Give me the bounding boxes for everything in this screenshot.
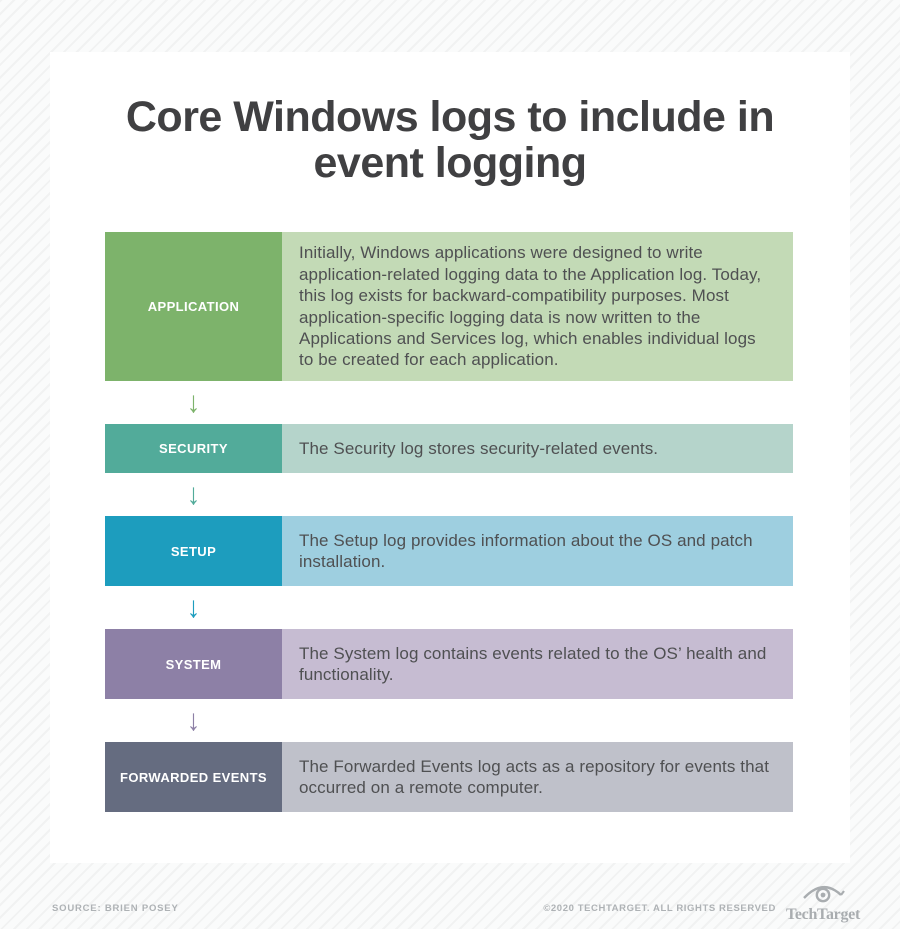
footer: SOURCE: BRIEN POSEY ©2020 TECHTARGET. AL… xyxy=(0,883,900,923)
techtarget-logo: TechTarget xyxy=(786,883,860,923)
connector-2: ↓ xyxy=(105,473,282,516)
row-security-description: The Security log stores security-related… xyxy=(282,424,793,473)
row-system: SYSTEM The System log contains events re… xyxy=(105,629,793,699)
row-system-description: The System log contains events related t… xyxy=(282,629,793,699)
row-security: SECURITY The Security log stores securit… xyxy=(105,424,793,473)
down-arrow-icon: ↓ xyxy=(186,385,201,419)
copyright-text: ©2020 TECHTARGET. ALL RIGHTS RESERVED xyxy=(543,903,776,914)
techtarget-logo-text: TechTarget xyxy=(785,906,860,923)
row-application-label: APPLICATION xyxy=(105,232,282,381)
log-rows: APPLICATION Initially, Windows applicati… xyxy=(105,232,793,812)
row-forwarded-events-description: The Forwarded Events log acts as a repos… xyxy=(282,742,793,812)
connector-4: ↓ xyxy=(105,699,282,742)
down-arrow-icon: ↓ xyxy=(186,703,201,737)
row-application: APPLICATION Initially, Windows applicati… xyxy=(105,232,793,381)
eye-icon xyxy=(800,883,846,907)
row-forwarded-events-label: FORWARDED EVENTS xyxy=(105,742,282,812)
row-security-description-text: The Security log stores security-related… xyxy=(299,438,659,458)
row-forwarded-events-description-text: The Forwarded Events log acts as a repos… xyxy=(299,756,770,797)
row-forwarded-events: FORWARDED EVENTS The Forwarded Events lo… xyxy=(105,742,793,812)
down-arrow-icon: ↓ xyxy=(186,590,201,624)
connector-3: ↓ xyxy=(105,586,282,629)
row-setup-description-text: The Setup log provides information about… xyxy=(299,530,753,571)
row-setup: SETUP The Setup log provides information… xyxy=(105,516,793,586)
row-setup-label: SETUP xyxy=(105,516,282,586)
row-security-label: SECURITY xyxy=(105,424,282,473)
row-setup-description: The Setup log provides information about… xyxy=(282,516,793,586)
page-title: Core Windows logs to include in event lo… xyxy=(125,93,775,187)
footer-right: ©2020 TECHTARGET. ALL RIGHTS RESERVED Te… xyxy=(543,883,860,923)
row-system-label: SYSTEM xyxy=(105,629,282,699)
infographic-card: Core Windows logs to include in event lo… xyxy=(50,52,850,863)
row-system-description-text: The System log contains events related t… xyxy=(299,643,767,684)
source-credit: SOURCE: BRIEN POSEY xyxy=(52,903,179,914)
down-arrow-icon: ↓ xyxy=(186,477,201,511)
row-application-description: Initially, Windows applications were des… xyxy=(282,232,793,381)
connector-1: ↓ xyxy=(105,381,282,424)
row-application-description-text: Initially, Windows applications were des… xyxy=(299,243,762,370)
